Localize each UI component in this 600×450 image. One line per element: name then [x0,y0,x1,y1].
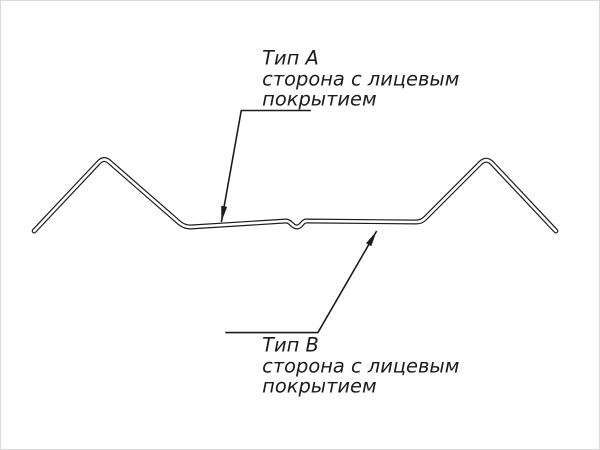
type-a-leader-line [220,109,311,223]
type-b-callout: Тип В сторона с лицевым покрытием [225,230,459,397]
type-a-label-line2: сторона с лицевым [262,68,459,91]
type-b-title: Тип В [262,333,319,356]
sheet-profile-outline [31,157,559,234]
type-a-label-line3: покрытием [262,88,376,111]
type-b-label-line3: покрытием [262,374,376,397]
type-a-callout: Тип А сторона с лицевым покрытием [220,47,459,223]
type-a-arrowhead-icon [221,205,228,223]
sheet-profile-core [32,158,558,233]
type-a-title: Тип А [262,47,319,70]
type-b-leader-line [225,230,378,334]
type-b-label-line2: сторона с лицевым [262,354,459,377]
sheet-profile [31,157,559,234]
type-b-arrowhead-icon [366,230,377,247]
